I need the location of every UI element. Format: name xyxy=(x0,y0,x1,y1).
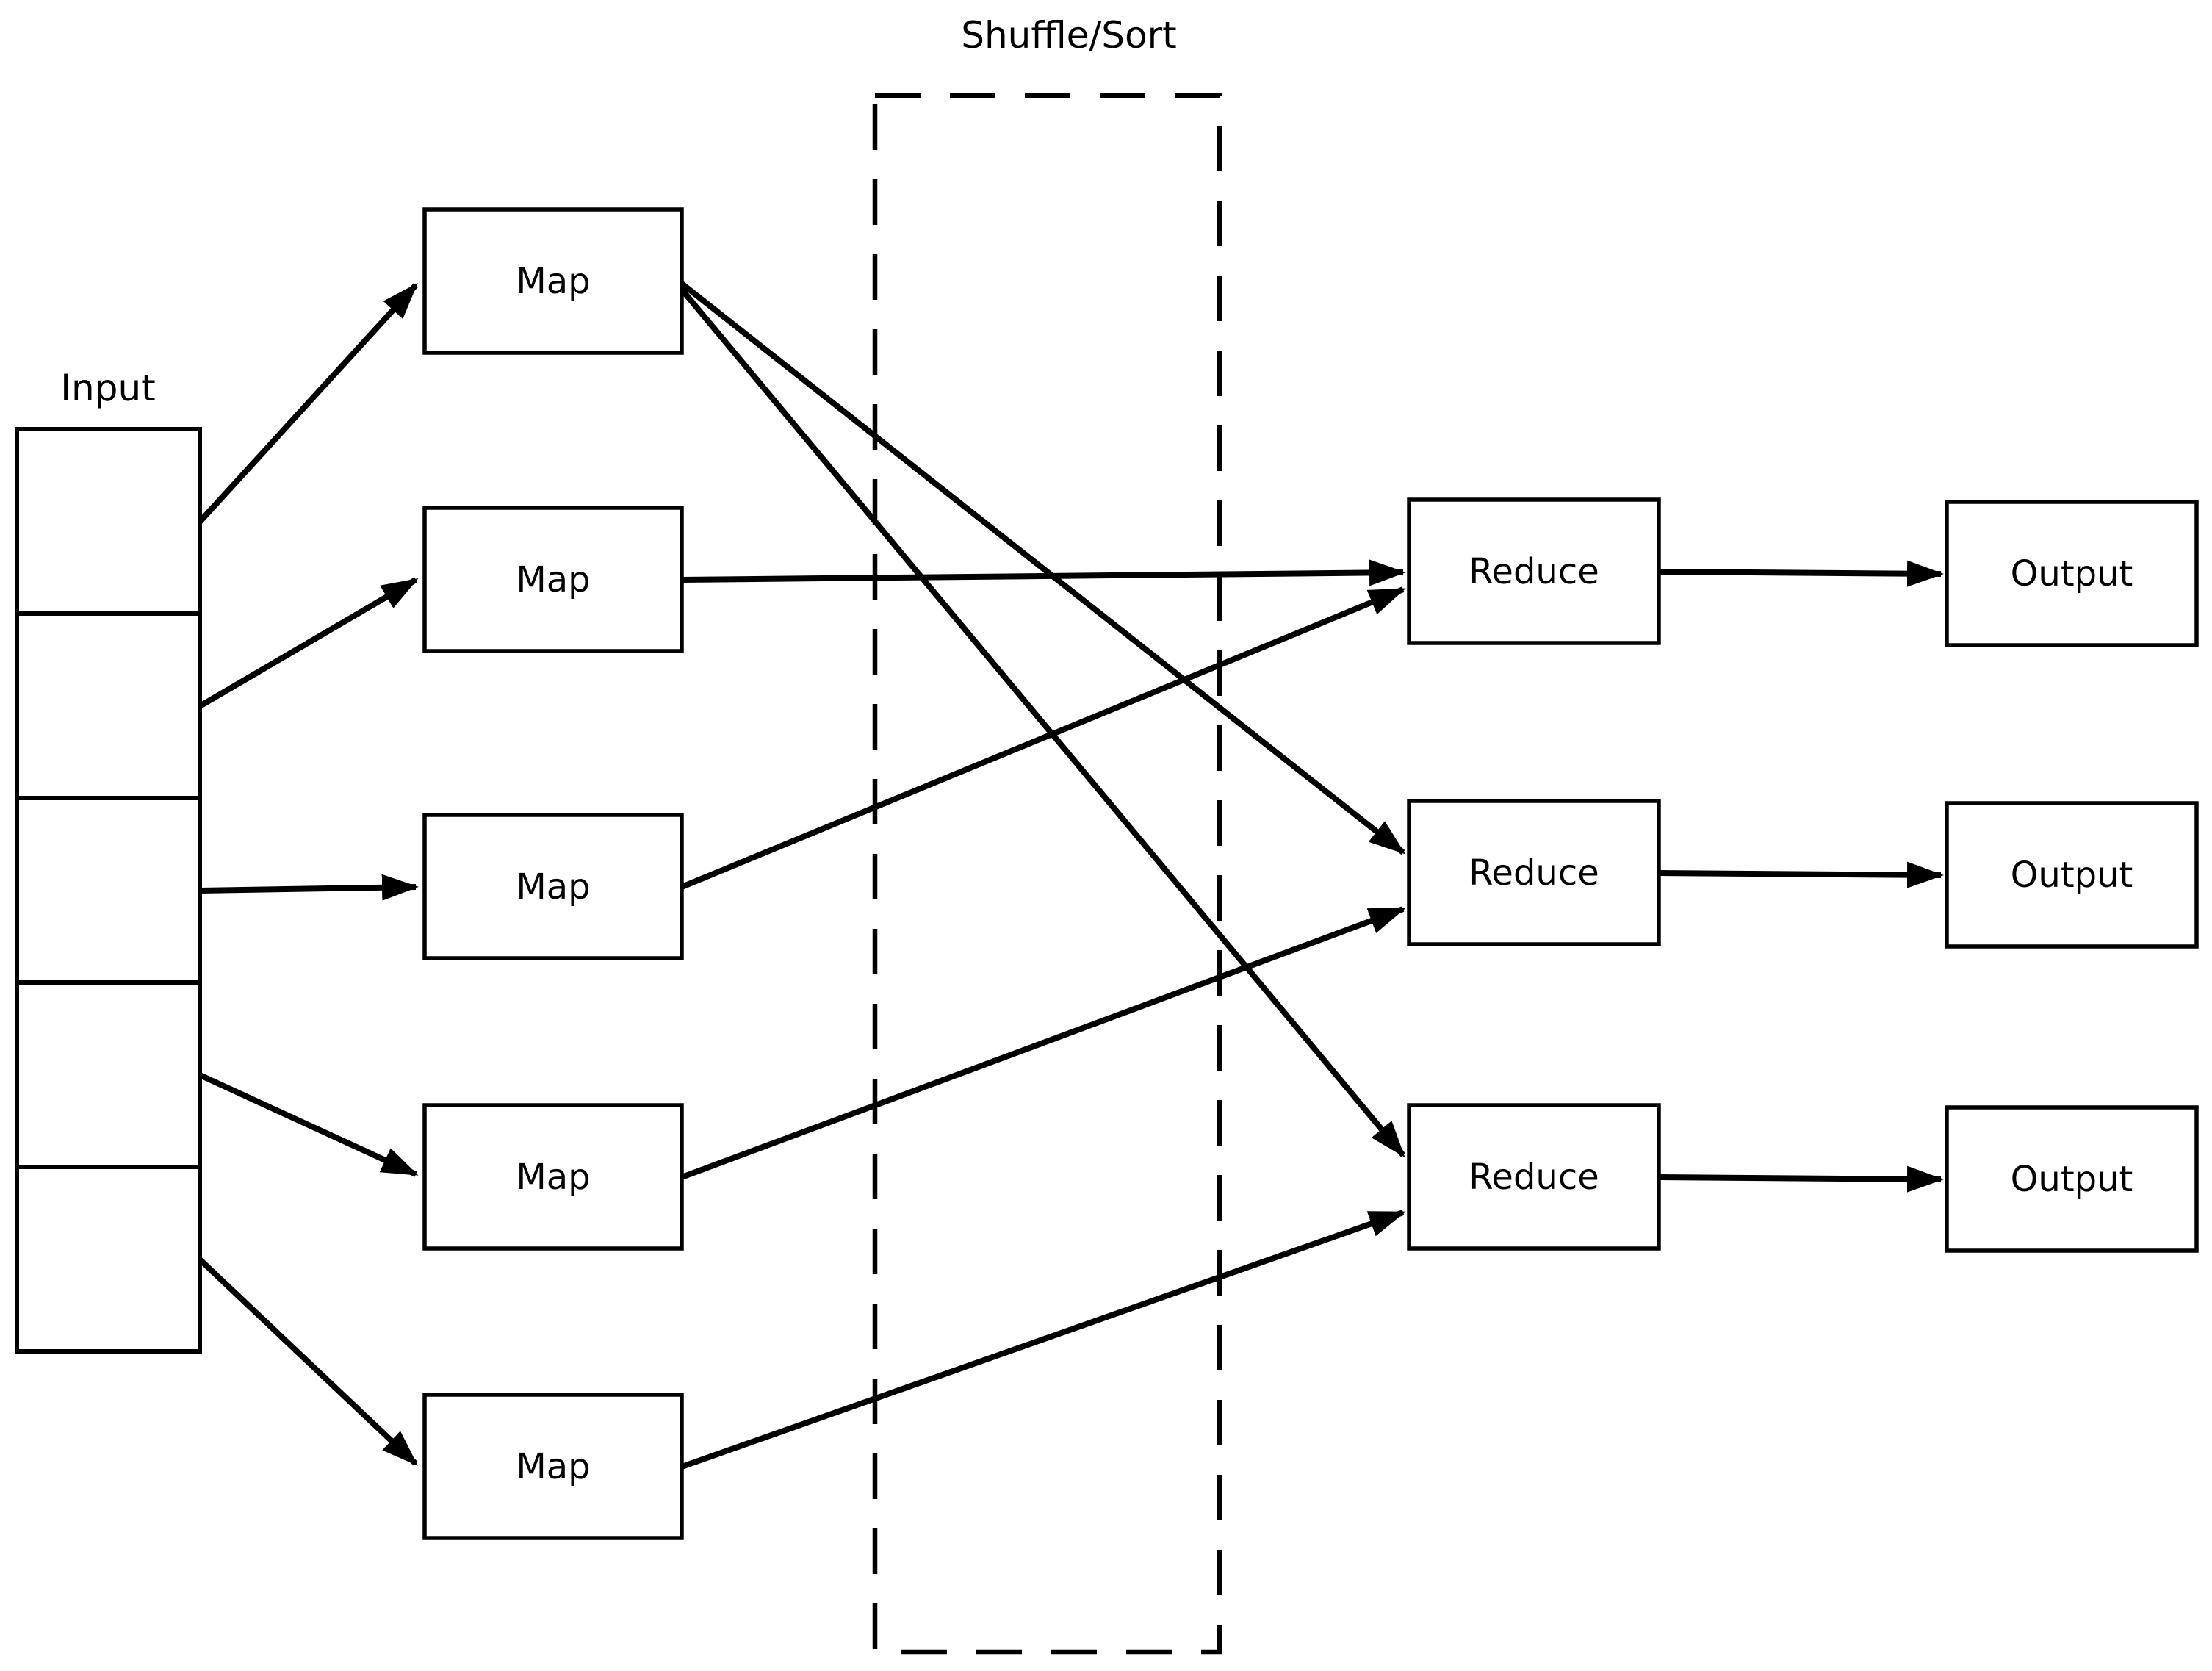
input-stack xyxy=(15,427,202,1354)
map-box-2 xyxy=(422,506,684,653)
map-box-4 xyxy=(422,1103,684,1251)
output-label-3: Output xyxy=(2011,1159,2133,1200)
reduce-label-3: Reduce xyxy=(1469,1157,1599,1198)
arrow-reduce-3-to-output-3 xyxy=(1658,1165,1944,1193)
arrow-input-cell-1-to-map-1 xyxy=(198,283,418,524)
arrow-map-3-to-reduce-1 xyxy=(680,586,1406,890)
arrow-input-cell-5-to-map-5 xyxy=(198,1257,418,1466)
map-node-4: Map xyxy=(422,1103,684,1251)
arrow-map-2-to-reduce-1 xyxy=(681,559,1406,586)
reduce-box-3 xyxy=(1407,1103,1661,1251)
arrow-map-5-to-reduce-3 xyxy=(680,1210,1406,1470)
input-cell-3 xyxy=(15,796,202,985)
arrow-map-4-to-reduce-2 xyxy=(680,906,1406,1180)
shuffle-sort-region xyxy=(872,93,1222,1655)
input-cell-2 xyxy=(15,611,202,800)
arrow-reduce-1-to-output-1 xyxy=(1658,560,1944,587)
map-label-2: Map xyxy=(516,559,590,600)
arrow-input-cell-2-to-map-2 xyxy=(198,577,419,709)
reduce-box-1 xyxy=(1407,497,1661,645)
output-label-2: Output xyxy=(2011,855,2133,896)
arrow-input-cell-4-to-map-4 xyxy=(198,1072,419,1177)
map-label-5: Map xyxy=(516,1446,590,1487)
arrow-map-1-to-reduce-2 xyxy=(680,281,1406,855)
input-cell-1 xyxy=(15,427,202,616)
map-node-5: Map xyxy=(422,1392,684,1540)
input-cell-5 xyxy=(15,1165,202,1354)
arrow-map-1-to-reduce-3 xyxy=(679,287,1406,1158)
map-node-1: Map xyxy=(422,207,684,355)
map-label-3: Map xyxy=(516,866,590,908)
reduce-node-3: Reduce xyxy=(1407,1103,1661,1251)
reduce-node-1: Reduce xyxy=(1407,497,1661,645)
reduce-box-2 xyxy=(1407,799,1661,946)
output-node-2: Output xyxy=(1945,801,2199,949)
map-label-1: Map xyxy=(516,261,590,302)
output-label-1: Output xyxy=(2011,553,2133,594)
output-node-3: Output xyxy=(1945,1105,2199,1253)
reduce-node-2: Reduce xyxy=(1407,799,1661,946)
shuffle-sort-label: Shuffle/Sort xyxy=(961,14,1177,57)
map-node-3: Map xyxy=(422,813,684,960)
arrow-input-cell-3-to-map-3 xyxy=(199,874,419,901)
output-box-1 xyxy=(1945,500,2199,647)
output-box-3 xyxy=(1945,1105,2199,1253)
arrow-reduce-2-to-output-2 xyxy=(1658,861,1944,888)
reduce-label-2: Reduce xyxy=(1469,852,1599,894)
output-box-2 xyxy=(1945,801,2199,949)
output-node-1: Output xyxy=(1945,500,2199,647)
reduce-label-1: Reduce xyxy=(1469,551,1599,592)
input-cell-4 xyxy=(15,980,202,1169)
map-box-3 xyxy=(422,813,684,960)
map-label-4: Map xyxy=(516,1157,590,1198)
map-box-1 xyxy=(422,207,684,355)
map-node-2: Map xyxy=(422,506,684,653)
input-section-label: Input xyxy=(60,367,155,409)
